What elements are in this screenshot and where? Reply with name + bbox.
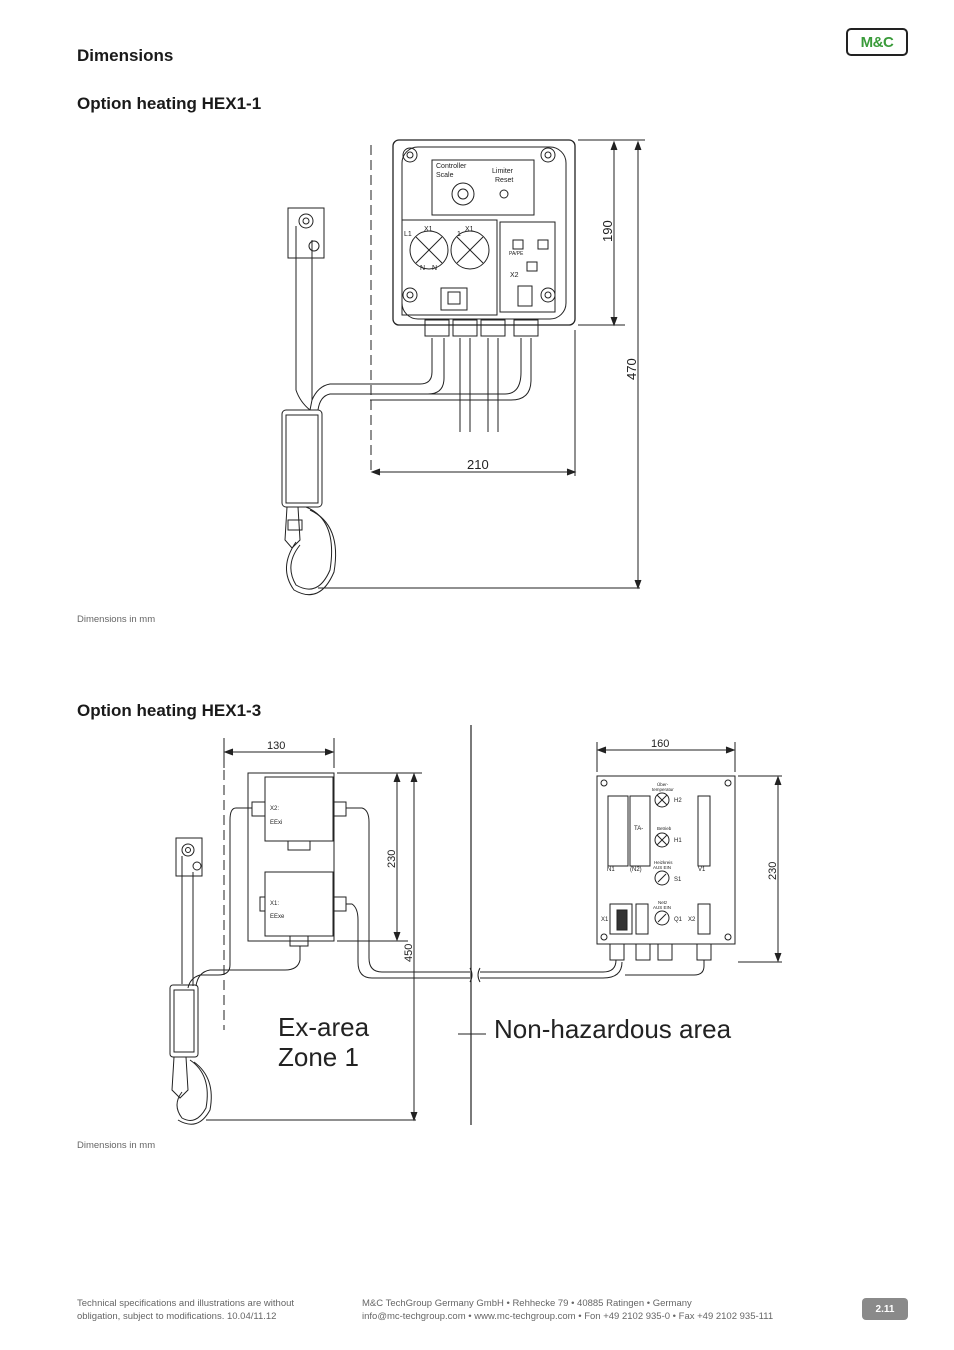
footer-right-line1: M&C TechGroup Germany GmbH • Rehhecke 79… bbox=[362, 1298, 692, 1309]
footer-right-line2: info@mc-techgroup.com • www.mc-techgroup… bbox=[362, 1311, 774, 1322]
label-one: 1 bbox=[457, 231, 461, 238]
mc-logo: M&C bbox=[846, 28, 908, 56]
label-reset: Reset bbox=[495, 177, 513, 184]
label-x2: X2 bbox=[510, 272, 519, 279]
wall-mount-1 bbox=[287, 207, 325, 259]
reset-button bbox=[499, 189, 509, 199]
enclosure-hex1-1 bbox=[392, 139, 576, 326]
footer-right: M&C TechGroup Germany GmbH • Rehhecke 79… bbox=[362, 1297, 773, 1323]
logo-text: M&C bbox=[860, 33, 894, 51]
controller-knob bbox=[451, 182, 475, 206]
label-pape: PA/PE bbox=[509, 251, 524, 257]
dim-470: 470 bbox=[624, 358, 639, 380]
section2-title: Option heating HEX1-3 bbox=[77, 701, 262, 720]
note-dimensions-2: Dimensions in mm bbox=[77, 1140, 156, 1151]
page-title: Dimensions bbox=[77, 46, 174, 65]
label-x1b: X1 bbox=[465, 226, 474, 233]
controller-display bbox=[431, 159, 535, 216]
label-x1: X1 bbox=[424, 226, 433, 233]
label-scale: Scale bbox=[436, 172, 454, 179]
footer-left-line1: Technical specifications and illustratio… bbox=[77, 1298, 295, 1309]
label-controller: Controller bbox=[436, 163, 467, 170]
footer-left-line2: obligation, subject to modifications. 10… bbox=[77, 1311, 277, 1322]
heater-body-1 bbox=[281, 409, 323, 508]
label-n2: N bbox=[432, 265, 437, 272]
dim-190: 190 bbox=[600, 220, 615, 242]
label-l1: L1 bbox=[404, 231, 412, 238]
label-limiter: Limiter bbox=[492, 168, 514, 175]
terminal-area-left bbox=[401, 219, 498, 316]
terminal-area-right bbox=[499, 221, 556, 313]
footer-left: Technical specifications and illustratio… bbox=[77, 1297, 294, 1323]
dim-210: 210 bbox=[467, 457, 489, 472]
page-number-badge: 2.11 bbox=[862, 1298, 908, 1320]
section1-title: Option heating HEX1-1 bbox=[77, 94, 262, 113]
note-dimensions-1: Dimensions in mm bbox=[77, 614, 156, 625]
label-n1: N bbox=[420, 265, 425, 272]
